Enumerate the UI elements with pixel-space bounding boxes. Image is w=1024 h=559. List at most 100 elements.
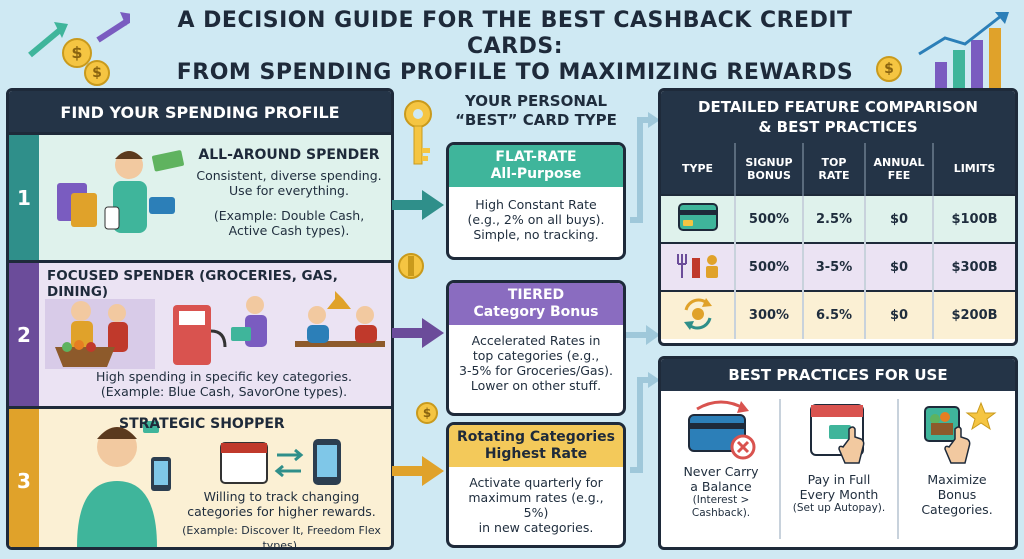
profile-title: FOCUSED SPENDER (GROCERIES, GAS, DINING) [47, 268, 338, 300]
divider [779, 399, 781, 539]
connector-arrow-icon [630, 112, 660, 223]
profile-desc: categories for higher rewards. [187, 504, 376, 519]
limits-cell: $100B [932, 194, 1015, 243]
comparison-header-line: DETAILED FEATURE COMPARISON [698, 98, 978, 116]
profile-desc: High spending in specific key categories… [96, 369, 352, 384]
best-practices-panel: BEST PRACTICES FOR USE Never Carry a Bal… [658, 356, 1018, 550]
annual-fee-cell: $0 [864, 290, 933, 339]
profile-content: High spending in specific key categories… [69, 369, 379, 399]
practice-title: a Balance [690, 479, 752, 494]
key-icon [398, 253, 424, 279]
coin-icon: $ [416, 402, 438, 424]
signup-bonus-cell: 300% [734, 290, 803, 339]
table-row[interactable]: 300% 6.5% $0 $200B [661, 290, 1015, 339]
comparison-table: TYPE SIGNUP BONUS TOP RATE ANNUAL FEE LI… [661, 143, 1015, 339]
page-title: A DECISION GUIDE FOR THE BEST CASHBACK C… [150, 8, 880, 86]
profile-number: 3 [9, 409, 39, 547]
column-header: TYPE [661, 143, 735, 195]
best-practices-header: BEST PRACTICES FOR USE [661, 359, 1015, 391]
profile-example: (Example: Double Cash, [213, 208, 365, 223]
profile-example: Active Cash types). [228, 223, 350, 238]
practice-note: Cashback). [691, 507, 751, 519]
comparison-panel: DETAILED FEATURE COMPARISON & BEST PRACT… [658, 88, 1018, 346]
declined-card-icon [688, 400, 756, 460]
arrow-icon [392, 190, 444, 220]
card-type-title-line: Category Bonus [473, 304, 599, 320]
comparison-header: DETAILED FEATURE COMPARISON & BEST PRACT… [661, 91, 1015, 143]
divider [897, 399, 899, 539]
arrow-icon [392, 456, 444, 486]
card-type-header-line: YOUR PERSONAL [464, 92, 608, 110]
title-line-2: FROM SPENDING PROFILE TO MAXIMIZING REWA… [176, 60, 854, 85]
column-header: TOP RATE [802, 143, 865, 195]
column-header: LIMITS [932, 143, 1015, 195]
annual-fee-cell: $0 [864, 194, 933, 243]
card-type-desc: Accelerated Rates in top categories (e.g… [449, 325, 623, 397]
type-cell [661, 194, 735, 243]
rotating-arrows-icon [683, 297, 712, 330]
card-type-header-line: “BEST” CARD TYPE [455, 111, 617, 129]
top-rate-cell: 6.5% [802, 290, 865, 339]
signup-bonus-cell: 500% [734, 242, 803, 291]
card-type-title-line: Rotating Categories [457, 429, 615, 445]
bar-chart-icon [918, 12, 1009, 88]
profile-title: ALL-AROUND SPENDER [198, 147, 380, 163]
profile-all-around[interactable]: 1 ALL-AROUND SPENDER Consistent, diverse… [9, 132, 391, 260]
card-type-desc-line: Lower on other stuff. [470, 378, 602, 393]
practice-title: Never Carry [683, 464, 759, 479]
card-type-tiered[interactable]: TIERED Category Bonus Accelerated Rates … [446, 280, 626, 416]
table-row[interactable]: 500% 2.5% $0 $100B [661, 194, 1015, 243]
profile-example: (Example: Discover It, Freedom Flex type… [182, 524, 381, 550]
card-type-desc-line: Simple, no tracking. [473, 227, 599, 242]
grocery-dining-icon [676, 254, 718, 278]
profile-strategic[interactable]: 3 STRATEGIC SHOPPER Willing to track cha… [9, 406, 391, 550]
profile-desc: Consistent, diverse spending. [196, 168, 382, 183]
card-type-header: YOUR PERSONAL “BEST” CARD TYPE [446, 92, 626, 130]
practice-maximize-bonus: Maximize Bonus Categories. [899, 399, 1015, 517]
shopper-phone-icon [77, 421, 171, 547]
card-type-desc: High Constant Rate (e.g., 2% on all buys… [449, 187, 623, 246]
spending-profile-panel: FIND YOUR SPENDING PROFILE 1 ALL-AROUND … [6, 88, 394, 550]
card-type-title: Rotating Categories Highest Rate [449, 425, 623, 467]
profile-focused[interactable]: 2 FOCUSED SPENDER (GROCERIES, GAS, DININ… [9, 260, 391, 406]
profile-title: STRATEGIC SHOPPER [119, 416, 285, 432]
table-row[interactable]: 500% 3-5% $0 $300B [661, 242, 1015, 291]
card-type-rotating[interactable]: Rotating Categories Highest Rate Activat… [446, 422, 626, 548]
card-type-desc-line: maximum rates (e.g., 5%) [468, 490, 604, 520]
card-type-desc: Activate quarterly for maximum rates (e.… [449, 467, 623, 539]
connector-arrow-icon [626, 325, 660, 345]
column-header: SIGNUP BONUS [734, 143, 803, 195]
arrow-icon [392, 318, 444, 348]
card-type-flat-rate[interactable]: FLAT-RATE All-Purpose High Constant Rate… [446, 142, 626, 260]
practice-title: Bonus [937, 487, 977, 502]
practice-title: Every Month [799, 487, 879, 502]
profile-example: (Example: Blue Cash, SavorOne types). [100, 384, 348, 399]
card-type-title-line: TIERED [507, 287, 565, 303]
family-grocery-gas-dining-icon [45, 291, 385, 369]
column-header: ANNUAL FEE [864, 143, 933, 195]
profile-desc: Willing to track changing [203, 489, 360, 504]
practice-title: Maximize [927, 472, 987, 487]
card-type-desc-line: 3-5% for Groceries/Gas). [459, 363, 613, 378]
profile-content: ALL-AROUND SPENDER Consistent, diverse s… [189, 147, 389, 238]
connector-arrow-icon [630, 372, 660, 473]
comparison-header-line: & BEST PRACTICES [758, 118, 918, 136]
coin-icon: $ [62, 38, 92, 68]
type-cell [661, 290, 735, 339]
signup-bonus-cell: 500% [734, 194, 803, 243]
limits-cell: $200B [932, 290, 1015, 339]
card-type-desc-line: Accelerated Rates in [471, 333, 601, 348]
practice-never-carry-balance: Never Carry a Balance (Interest > Cashba… [663, 399, 779, 520]
spending-profile-header: FIND YOUR SPENDING PROFILE [9, 91, 391, 135]
practice-note: (Set up Autopay). [792, 502, 886, 514]
shopper-illustration-icon [57, 150, 184, 233]
limits-cell: $300B [932, 242, 1015, 291]
key-icon [404, 100, 432, 165]
card-type-desc-line: top categories (e.g., [472, 348, 600, 363]
card-type-desc-line: Activate quarterly for [469, 475, 603, 490]
coin-icon: $ [876, 56, 902, 82]
top-rate-cell: 3-5% [802, 242, 865, 291]
profile-number: 1 [9, 135, 39, 260]
calendar-tap-icon [810, 404, 865, 464]
profile-desc: Use for everything. [229, 183, 349, 198]
